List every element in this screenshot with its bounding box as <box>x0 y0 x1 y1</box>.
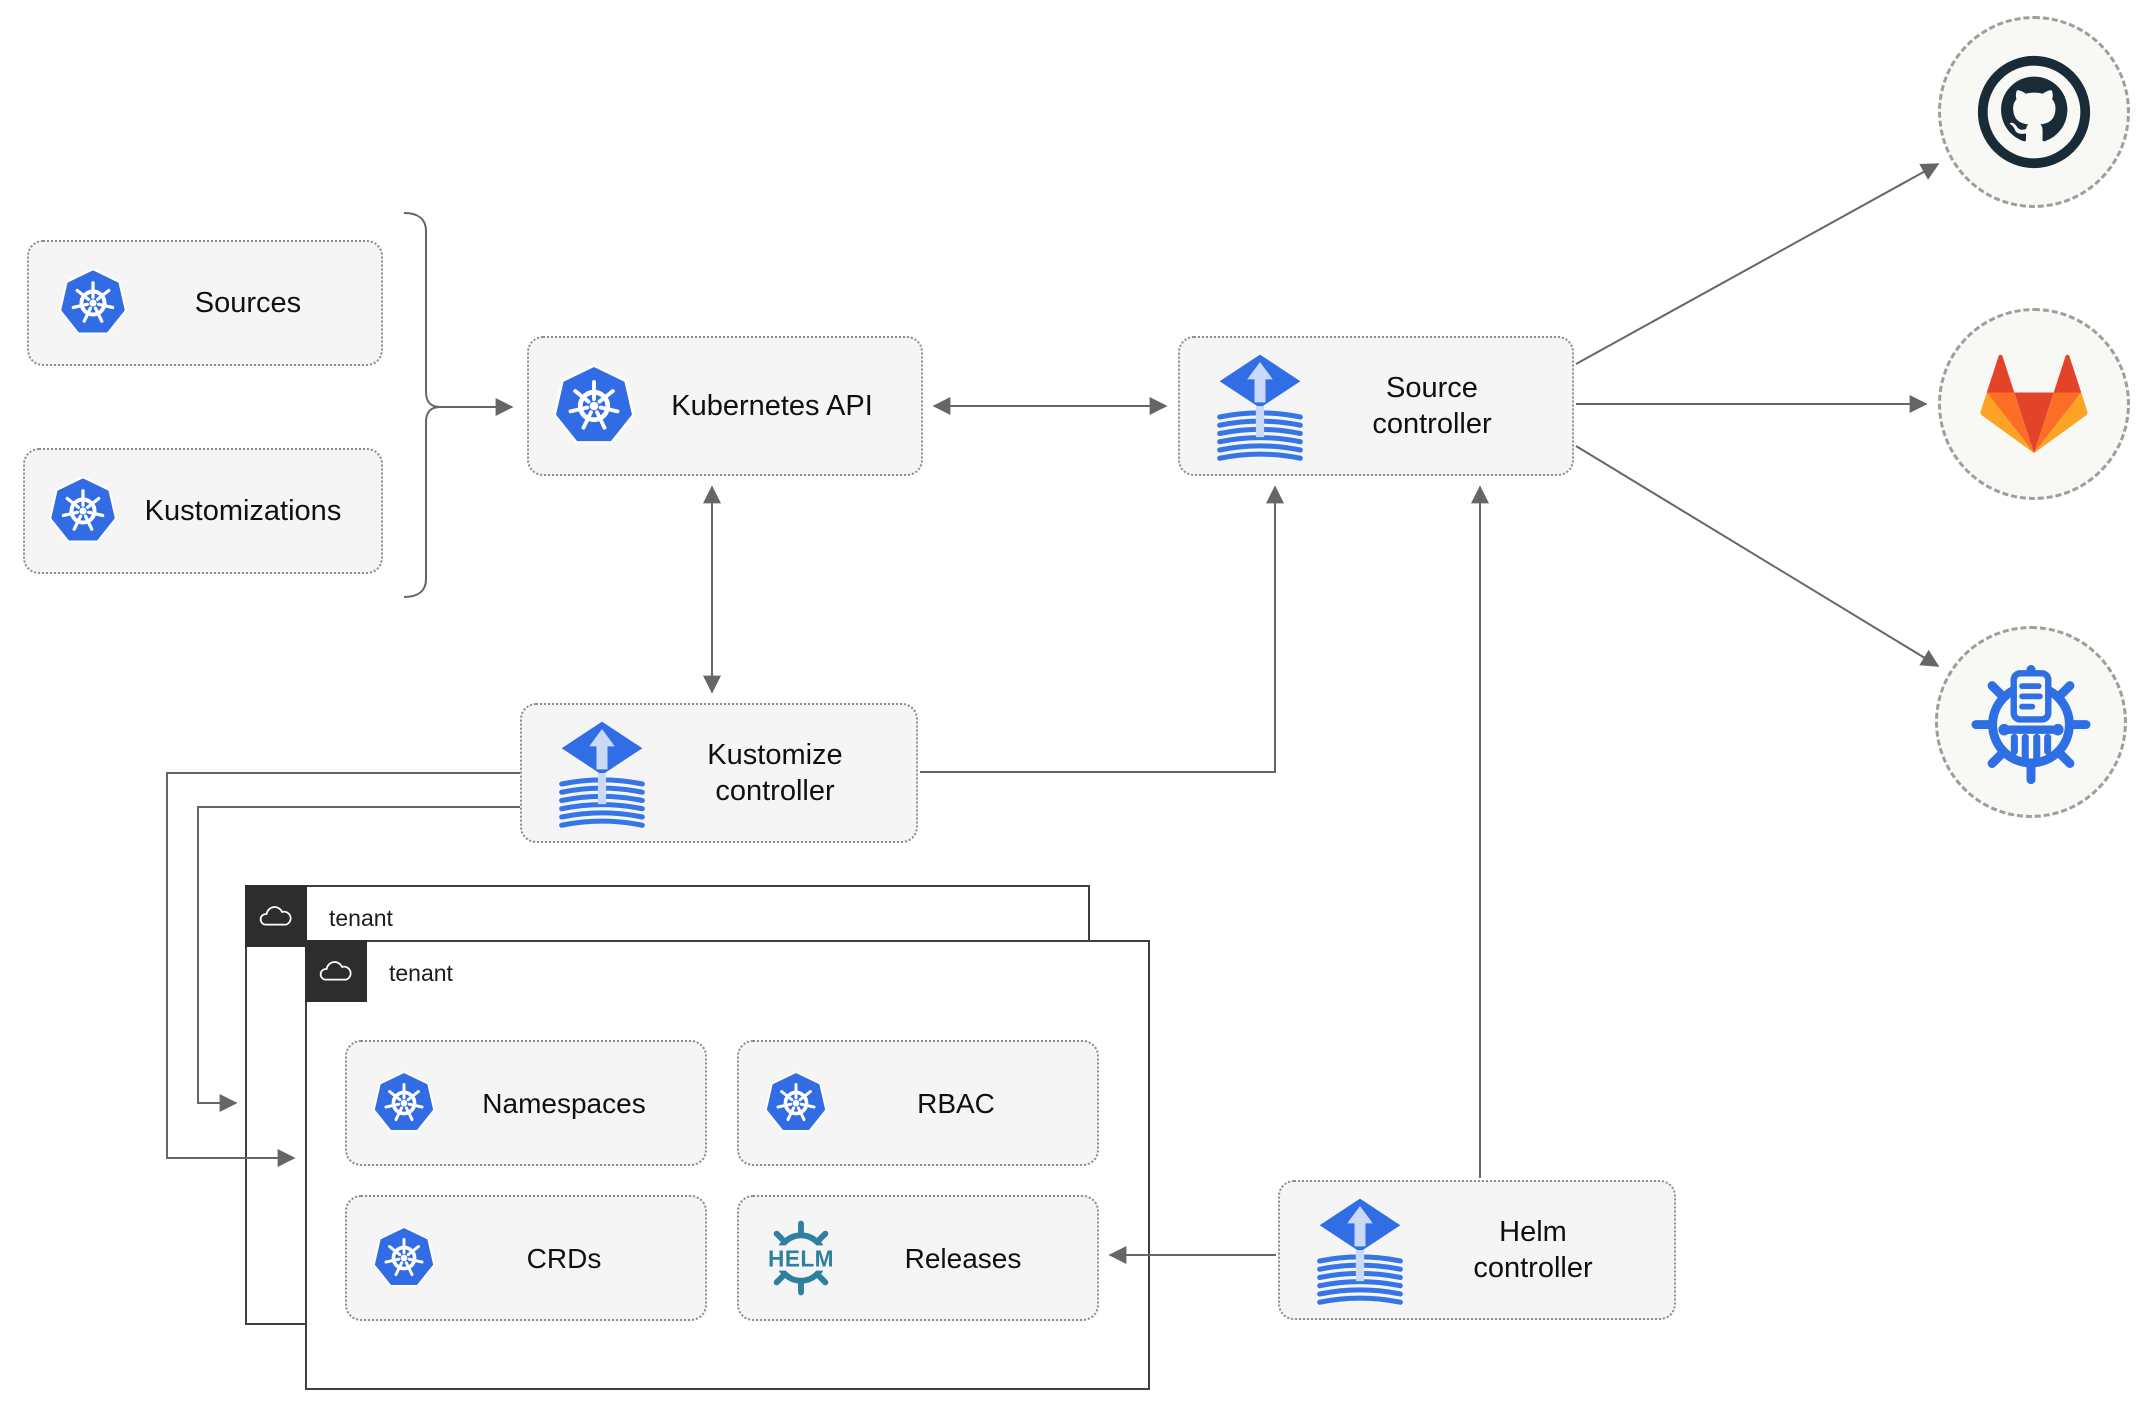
node-label: Kustomize controller <box>707 738 843 807</box>
tenant-badge <box>245 885 307 947</box>
flux-icon <box>556 718 648 828</box>
cloud-icon <box>259 906 292 926</box>
edge-source-github <box>1575 163 1940 365</box>
node-label: Kustomizations <box>144 494 342 527</box>
node-label: Kubernetes API <box>671 389 873 422</box>
kubernetes-icon <box>371 1070 437 1136</box>
tenant-badge <box>305 940 367 1002</box>
node-rbac[interactable]: RBAC <box>737 1040 1099 1166</box>
kubernetes-icon <box>763 1070 829 1136</box>
edge-bracket <box>403 212 441 598</box>
repo-github[interactable] <box>1938 16 2130 208</box>
kubernetes-icon <box>57 267 129 339</box>
node-crds[interactable]: CRDs <box>345 1195 707 1321</box>
kubernetes-icon <box>47 475 119 547</box>
cloud-icon <box>319 961 352 981</box>
github-icon <box>1973 51 2095 173</box>
node-label: Helm controller <box>1473 1215 1593 1284</box>
node-releases[interactable]: Releases <box>737 1195 1099 1321</box>
node-namespaces[interactable]: Namespaces <box>345 1040 707 1166</box>
repo-gitlab[interactable] <box>1938 308 2130 500</box>
chart-repository-icon <box>1967 658 2095 786</box>
gitlab-icon <box>1980 354 2088 454</box>
helm-icon <box>759 1216 843 1300</box>
node-kubernetes-api[interactable]: Kubernetes API <box>527 336 923 476</box>
node-kustomizations[interactable]: Kustomizations <box>23 448 383 574</box>
node-label: Releases <box>904 1242 1022 1274</box>
flux-icon <box>1314 1195 1406 1305</box>
node-helm-controller[interactable]: Helm controller <box>1278 1180 1676 1320</box>
repo-helm-repository[interactable] <box>1935 626 2127 818</box>
node-kustomize-controller[interactable]: Kustomize controller <box>520 703 918 843</box>
tenant-label: tenant <box>389 959 453 986</box>
flux-icon <box>1214 351 1306 461</box>
node-label: Namespaces <box>482 1087 646 1119</box>
edge-source-helmrepo <box>1575 445 1940 667</box>
node-label: Sources <box>194 286 302 319</box>
node-source-controller[interactable]: Source controller <box>1178 336 1574 476</box>
node-label: Source controller <box>1372 371 1492 440</box>
kubernetes-icon <box>371 1225 437 1291</box>
node-sources[interactable]: Sources <box>27 240 383 366</box>
kubernetes-icon <box>551 363 637 449</box>
node-label: CRDs <box>526 1242 602 1274</box>
node-label: RBAC <box>917 1087 995 1119</box>
edge-kustomize-source <box>920 485 1284 773</box>
